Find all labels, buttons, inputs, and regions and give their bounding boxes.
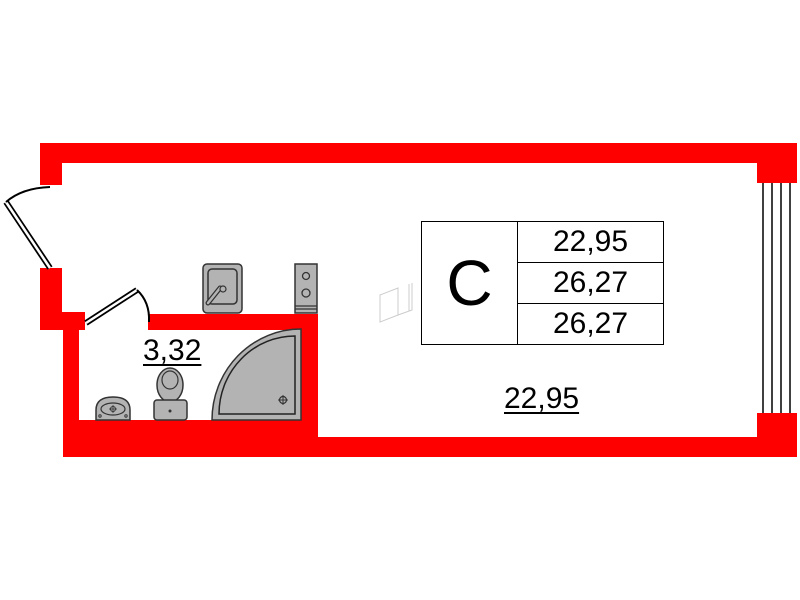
right-wall-bottom-block bbox=[757, 413, 797, 457]
entrance-door bbox=[3, 186, 53, 270]
washbasin-icon bbox=[95, 396, 131, 421]
right-wall-top-block bbox=[757, 143, 797, 183]
bathroom-bottom-wall bbox=[63, 420, 318, 457]
area-values: 22,95 26,27 26,27 bbox=[518, 222, 663, 344]
living-area-value: 22,95 bbox=[518, 222, 663, 263]
stove-icon bbox=[294, 263, 318, 314]
bathroom-door bbox=[84, 287, 151, 326]
wardrobe-icon bbox=[379, 283, 413, 323]
bathroom-top-wall bbox=[148, 314, 318, 330]
total-area-value: 26,27 bbox=[518, 263, 663, 304]
corner-shower-icon bbox=[211, 328, 302, 421]
bottom-wall bbox=[298, 437, 797, 457]
total-area-with-balcony-value: 26,27 bbox=[552, 307, 629, 340]
walls bbox=[40, 143, 797, 457]
apartment-type: C bbox=[422, 222, 518, 344]
window bbox=[762, 183, 791, 413]
main-room-area-label: 22,95 bbox=[504, 382, 580, 415]
bathroom-area-label: 3,32 bbox=[143, 334, 202, 367]
apartment-info-legend: C 22,95 26,27 26,27 bbox=[421, 221, 664, 345]
toilet-icon bbox=[153, 367, 188, 421]
top-wall bbox=[40, 143, 797, 163]
kitchen-sink-icon bbox=[202, 263, 243, 314]
left-wall-upper bbox=[40, 143, 62, 185]
left-wall-lower bbox=[40, 268, 62, 325]
